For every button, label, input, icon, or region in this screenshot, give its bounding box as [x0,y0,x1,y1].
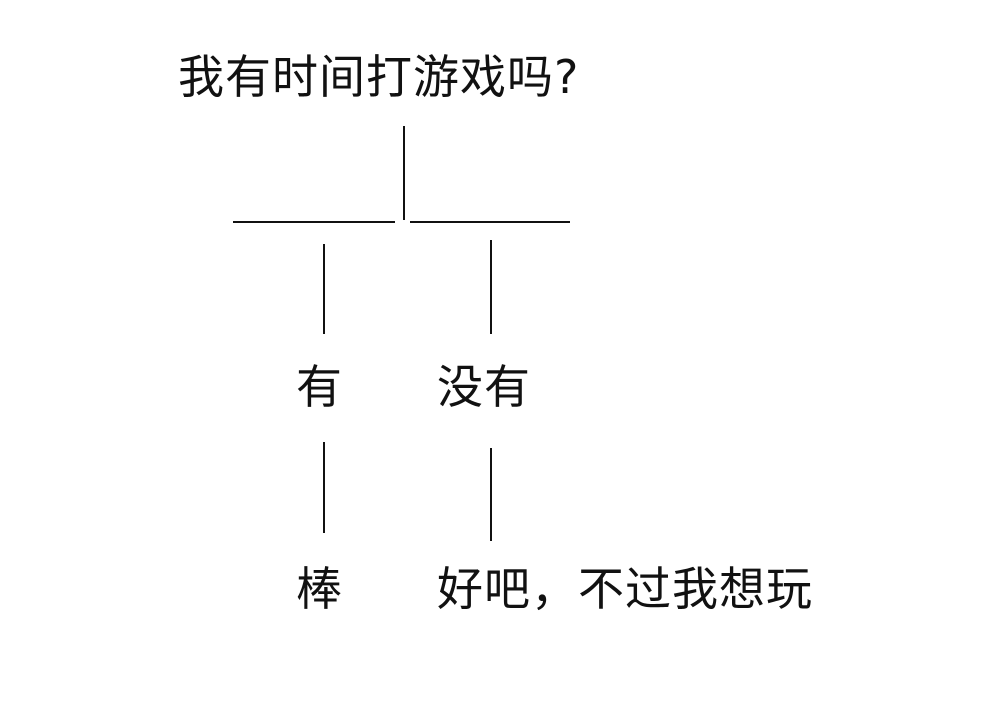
question-text: 我有时间打游戏吗? [178,50,580,104]
branch-yes-label: 有 [296,360,343,414]
branch-no-answer: 好吧，不过我想玩 [437,562,813,616]
branch-no-label: 没有 [437,360,531,414]
branch-yes-answer: 棒 [296,562,343,616]
